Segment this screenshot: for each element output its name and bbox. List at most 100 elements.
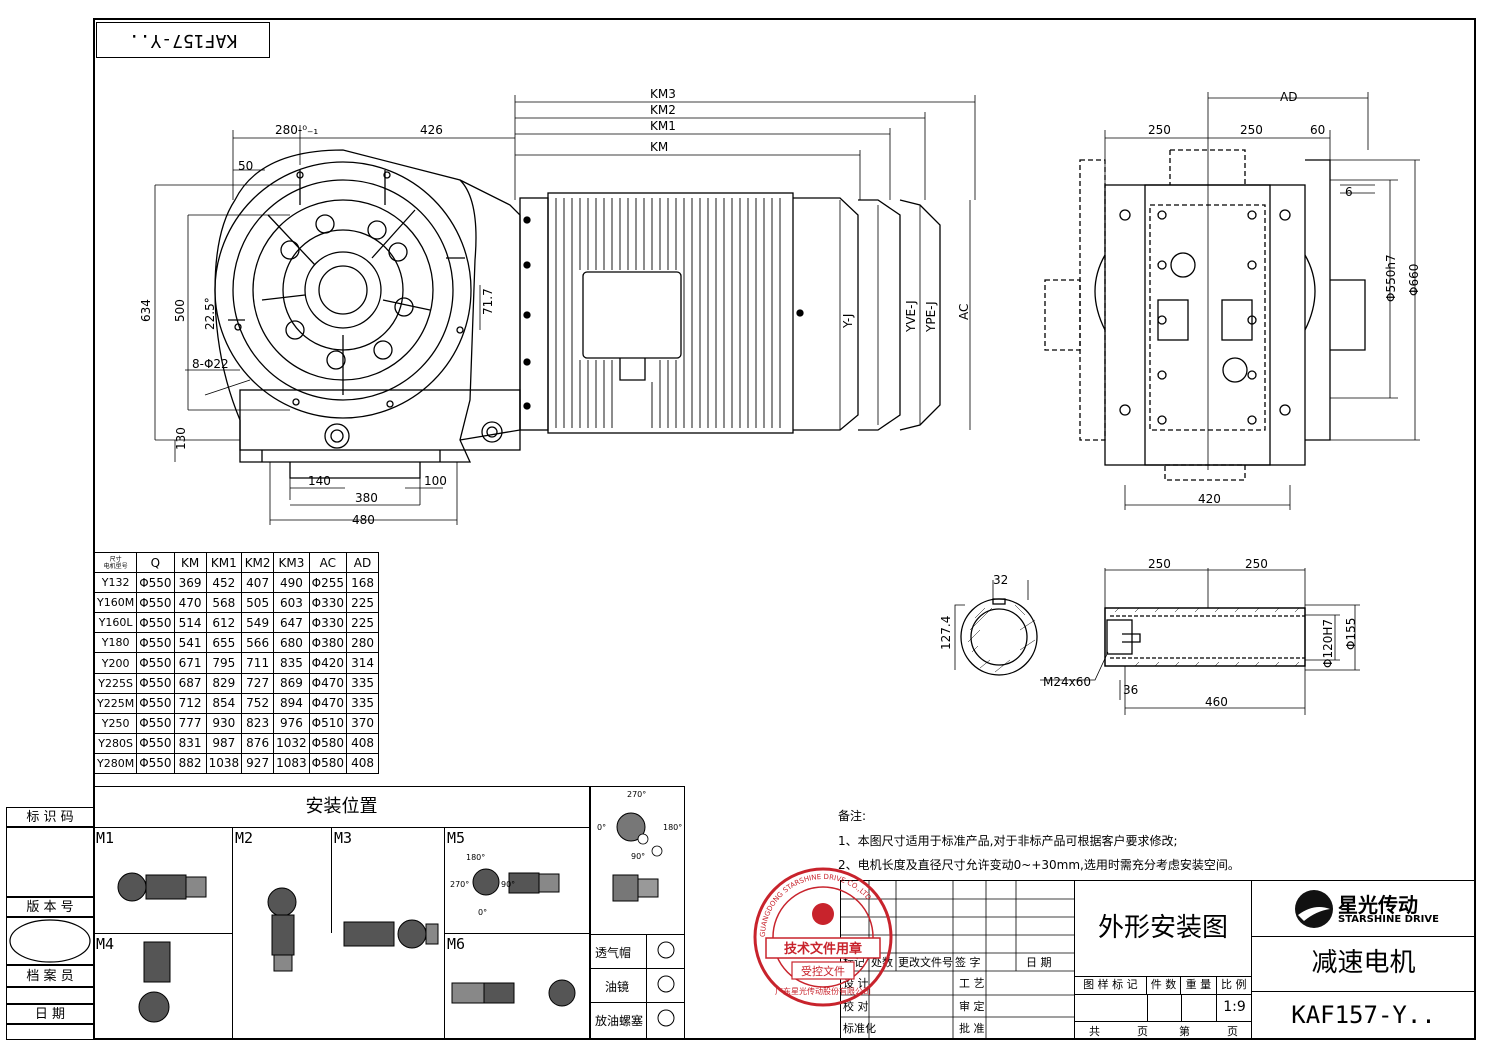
label-archivist: 档 案 员 xyxy=(6,965,94,987)
dim-500: 500 xyxy=(173,299,187,322)
orient-0: 0° xyxy=(597,823,606,832)
dim-value-cell: 369 xyxy=(173,572,207,594)
dim-value-cell: 490 xyxy=(273,572,310,594)
dim-value-cell: 829 xyxy=(205,672,243,694)
pos-m6-label: M6 xyxy=(447,935,466,953)
dim-280: 280-⁰₋₁ xyxy=(275,123,318,137)
shaft-section xyxy=(954,580,1109,681)
motor-model-cell: Y160M xyxy=(93,592,138,614)
dim-value-cell: 823 xyxy=(241,712,275,734)
dim-value-cell: Φ255 xyxy=(308,572,348,594)
motor-model-cell: Y180 xyxy=(93,632,138,654)
mounting-block: 安装位置 M1 M2 M3 M5 M4 M6 180° 270° 90° 0° xyxy=(93,786,590,1040)
dim-value-cell: 407 xyxy=(241,572,275,594)
dim-value-cell: 541 xyxy=(173,632,207,654)
dim-value-cell: Φ470 xyxy=(308,672,348,694)
orient-90: 90° xyxy=(631,852,645,861)
m5-angle-90: 90° xyxy=(501,880,515,889)
dim-value-cell: Φ380 xyxy=(308,632,348,654)
dim-value-cell: 777 xyxy=(173,712,207,734)
dim-km3: KM3 xyxy=(650,87,676,101)
dim-value-cell: Φ420 xyxy=(308,652,348,674)
dim-value-cell: 671 xyxy=(173,652,207,674)
controlled-document-stamp: GUANGDONG STARSHINE DRIVE CO.,LTD 技术文件用章… xyxy=(753,867,893,1007)
header-km: KM xyxy=(173,551,207,574)
notes-title: 备注: xyxy=(838,809,867,823)
dim-value-cell: 1038 xyxy=(205,752,243,775)
role-check: 校 对 xyxy=(843,999,869,1013)
dim-value-cell: Φ580 xyxy=(308,752,348,775)
dim-value-cell: Φ330 xyxy=(308,612,348,634)
side-view xyxy=(1044,149,1366,481)
dim-value-cell: Φ550 xyxy=(136,672,175,694)
dim-value-cell: Φ470 xyxy=(308,692,348,714)
dim-yj: Y-J xyxy=(841,314,855,329)
header-km3: KM3 xyxy=(273,551,310,574)
dim-yvej: YVE-J xyxy=(904,300,918,333)
front-dims xyxy=(154,95,976,525)
motor-model-cell: Y280M xyxy=(93,752,138,775)
dim-value-cell: 225 xyxy=(346,592,380,614)
stage-header-row: 图 样 标 记 件 数 重 量 比 例 xyxy=(1075,976,1251,995)
dim-50: 50 xyxy=(238,159,253,173)
dim-side-6: 6 xyxy=(1345,185,1353,199)
dim-value-cell: 882 xyxy=(173,752,207,775)
dim-value-cell: 408 xyxy=(346,732,380,754)
dim-ad: AD xyxy=(1280,90,1297,104)
label-version: 版 本 号 xyxy=(6,897,94,917)
dim-value-cell: 687 xyxy=(173,672,207,694)
dim-shaft-250b: 250 xyxy=(1245,557,1268,571)
dim-value-cell: 408 xyxy=(346,752,380,775)
motor-model-cell: Y160L xyxy=(93,612,138,634)
dim-550h7: Φ550h7 xyxy=(1384,254,1398,302)
pos-m4-label: M4 xyxy=(96,935,115,953)
dim-71-7: 71.7 xyxy=(481,288,495,315)
dim-value-cell: 549 xyxy=(241,612,275,634)
dim-value-cell: 712 xyxy=(173,692,207,714)
motor-model-cell: Y132 xyxy=(93,572,138,594)
pos-m1-label: M1 xyxy=(96,829,115,847)
drawing-title: 外形安装图 xyxy=(1075,881,1251,977)
stamp-bottom: 广东星光传动股份有限公司 xyxy=(775,986,871,996)
dim-value-cell: 168 xyxy=(346,572,380,594)
dim-value-cell: 752 xyxy=(241,692,275,714)
dim-shaft-250a: 250 xyxy=(1148,557,1171,571)
dim-value-cell: Φ550 xyxy=(136,732,175,754)
dim-value-cell: 566 xyxy=(241,632,275,654)
motor-model-cell: Y200 xyxy=(93,652,138,674)
notes-line1: 1、本图尺寸适用于标准产品,对于非标产品可根据客户要求修改; xyxy=(838,834,1178,848)
m5-angle-0: 0° xyxy=(478,908,487,917)
orient-180: 180° xyxy=(663,823,682,832)
dim-100: 100 xyxy=(424,474,447,488)
motor-model-cell: Y280S xyxy=(93,732,138,754)
dim-120h7: Φ120H7 xyxy=(1321,619,1335,668)
rev-col-date: 日 期 xyxy=(1026,956,1052,969)
table-corner: 尺寸电机型号 xyxy=(93,551,138,574)
dim-value-cell: 930 xyxy=(205,712,243,734)
dim-value-cell: Φ550 xyxy=(136,752,175,775)
header-ac: AC xyxy=(308,551,348,574)
rev-col-sign: 签 字 xyxy=(955,955,981,969)
dim-130: 130 xyxy=(174,427,188,450)
role-ratify: 批 准 xyxy=(959,1021,985,1035)
stamp-sub: 受控文件 xyxy=(801,964,845,978)
dim-side-250a: 250 xyxy=(1148,123,1171,137)
m5-angle-270: 270° xyxy=(450,880,469,889)
dim-value-cell: 612 xyxy=(205,612,243,634)
dim-value-cell: 603 xyxy=(273,592,310,614)
dim-side-420: 420 xyxy=(1198,492,1221,506)
dim-shaft-32: 32 xyxy=(993,573,1008,587)
dim-426: 426 xyxy=(420,123,443,137)
dim-value-cell: 876 xyxy=(241,732,275,754)
header-km2: KM2 xyxy=(241,551,275,574)
id-code-cell xyxy=(6,827,94,897)
header-km1: KM1 xyxy=(205,551,243,574)
dim-value-cell: 727 xyxy=(241,672,275,694)
model-number: KAF157-Y.. xyxy=(1291,1001,1436,1029)
